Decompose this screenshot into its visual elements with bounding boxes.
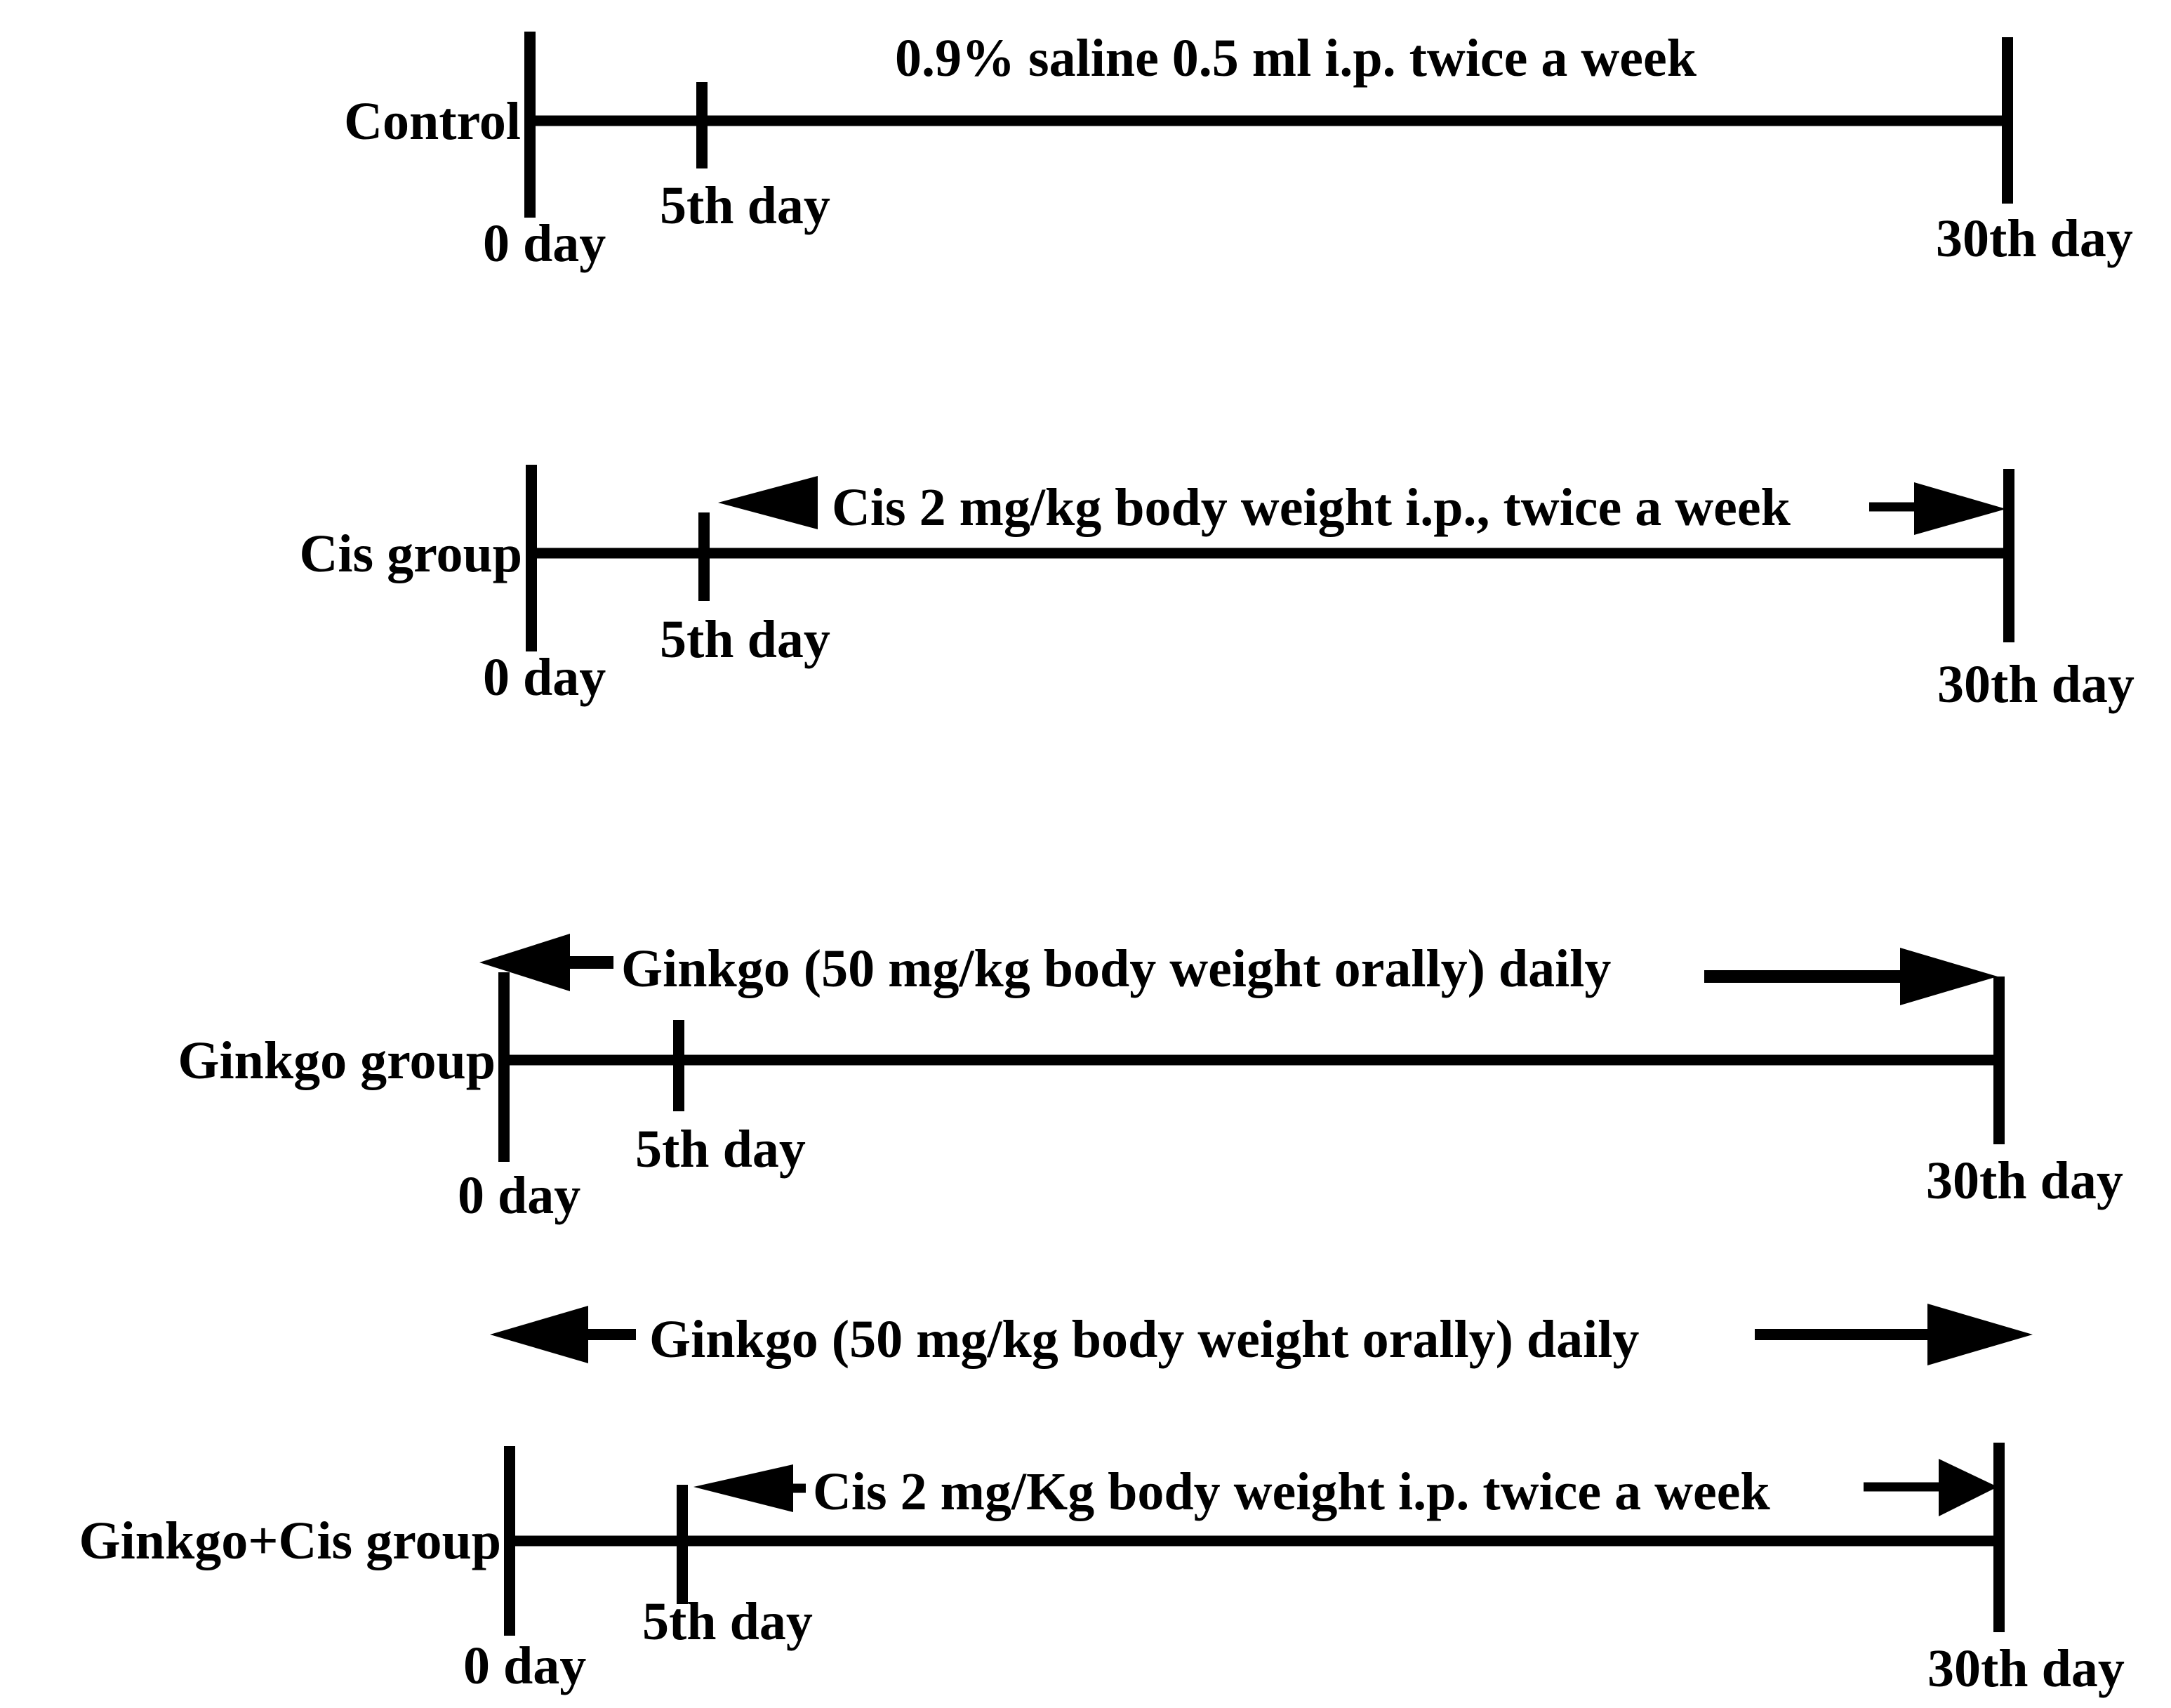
- timeline-cis-group: Cis group Cis 2 mg/kg body weight i.p., …: [300, 465, 2135, 714]
- group-label-ginkgo-cis: Ginkgo+Cis group: [79, 1511, 501, 1570]
- treatment-label-cis-twice-week: Cis 2 mg/Kg body weight i.p. twice a wee…: [813, 1462, 1770, 1521]
- timeline-ginkgo-group: Ginkgo group Ginkgo (50 mg/kg body weigh…: [178, 934, 2123, 1225]
- ginkgo-cis-cis-arrow-right-icon: [1939, 1459, 1998, 1516]
- tick-label-day0: 0 day: [458, 1166, 580, 1225]
- timeline-ginkgo-cis-group: Ginkgo (50 mg/kg body weight orally) dai…: [79, 1304, 2125, 1698]
- cis-treatment-arrow-right-icon: [1914, 482, 2006, 535]
- tick-label-day30: 30th day: [1937, 655, 2135, 714]
- tick-label-day5: 5th day: [660, 610, 830, 669]
- ginkgo-cis-cis-arrow-left-icon: [693, 1464, 793, 1512]
- treatment-label-cis: Cis 2 mg/kg body weight i.p., twice a we…: [832, 478, 1791, 537]
- tick-label-day0: 0 day: [463, 1636, 586, 1695]
- treatment-label-ginkgo-daily: Ginkgo (50 mg/kg body weight orally) dai…: [649, 1310, 1639, 1369]
- ginkgo-treatment-arrow-left-icon: [479, 934, 570, 991]
- treatment-label-saline: 0.9% saline 0.5 ml i.p. twice a week: [895, 29, 1697, 88]
- tick-label-day0: 0 day: [483, 648, 606, 707]
- tick-label-day5: 5th day: [635, 1120, 806, 1179]
- tick-label-day5: 5th day: [660, 176, 830, 235]
- tick-label-day30: 30th day: [1936, 209, 2133, 268]
- ginkgo-cis-ginkgo-arrow-right-icon: [1927, 1304, 2033, 1365]
- ginkgo-cis-ginkgo-arrow-left-icon: [490, 1306, 588, 1363]
- group-label-cis: Cis group: [300, 524, 522, 583]
- treatment-label-ginkgo: Ginkgo (50 mg/kg body weight orally) dai…: [621, 939, 1611, 998]
- tick-label-day30: 30th day: [1927, 1639, 2125, 1698]
- group-label-ginkgo: Ginkgo group: [178, 1031, 496, 1090]
- cis-treatment-arrow-left-icon: [718, 476, 818, 529]
- tick-label-day30: 30th day: [1926, 1151, 2123, 1210]
- timeline-control: Control 0.9% saline 0.5 ml i.p. twice a …: [344, 29, 2133, 273]
- group-label-control: Control: [344, 92, 521, 151]
- tick-label-day0: 0 day: [483, 214, 606, 273]
- tick-label-day5: 5th day: [642, 1592, 813, 1651]
- ginkgo-treatment-arrow-right-icon: [1900, 948, 1998, 1005]
